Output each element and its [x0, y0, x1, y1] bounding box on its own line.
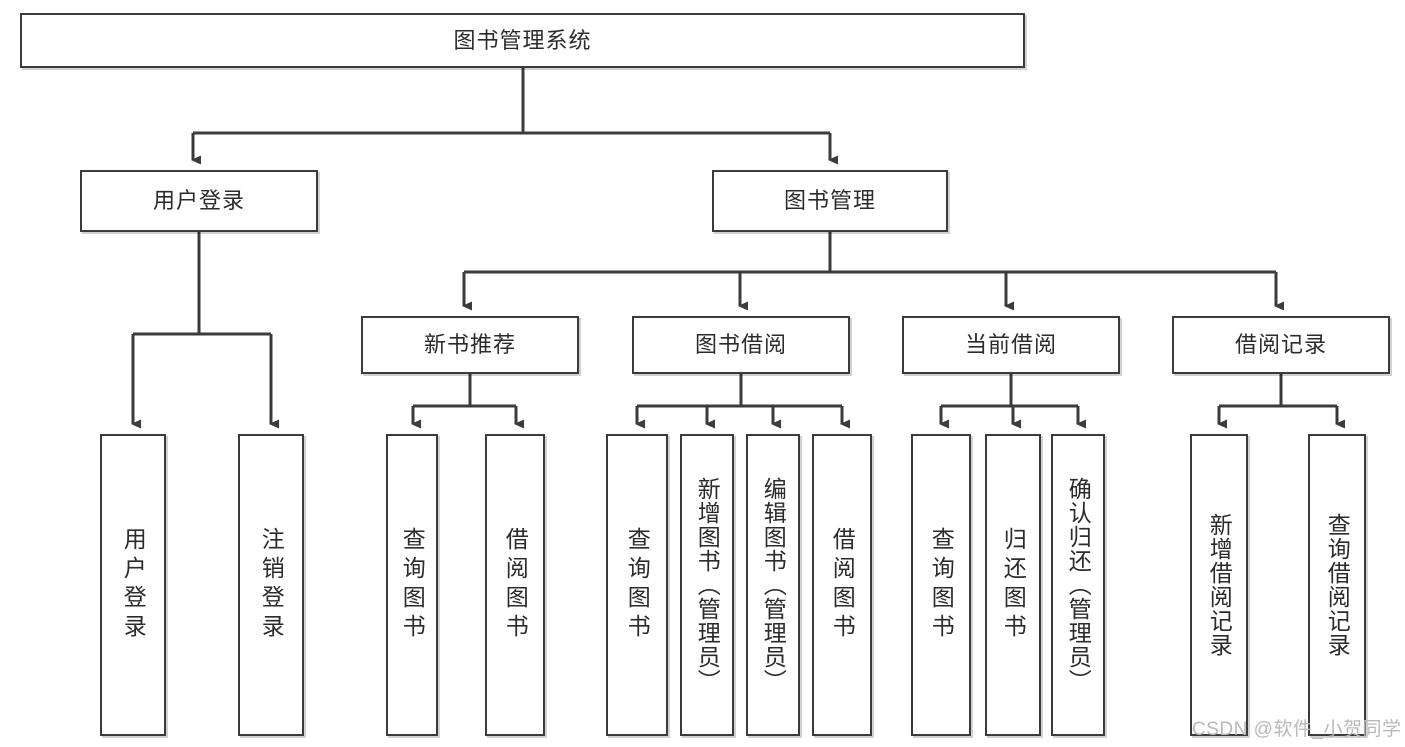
node-book-management[interactable]: 图书管理 — [712, 170, 948, 232]
node-book-borrow-label: 图书借阅 — [694, 332, 787, 358]
node-leaf-confirm-return[interactable]: 确认归还（管理员） — [1051, 434, 1105, 736]
node-leaf-borrow-book-br-label: 借阅图书 — [829, 527, 856, 643]
node-leaf-edit-book[interactable]: 编辑图书（管理员） — [746, 434, 800, 736]
node-leaf-query-book-rec-label: 查询图书 — [399, 527, 426, 643]
node-root-label: 图书管理系统 — [453, 27, 592, 53]
node-leaf-edit-book-label: 编辑图书（管理员） — [760, 477, 787, 693]
node-book-borrow[interactable]: 图书借阅 — [632, 316, 850, 374]
node-leaf-add-book-label: 新增图书（管理员） — [694, 477, 721, 693]
node-leaf-user-login-label: 用户登录 — [120, 527, 147, 643]
node-leaf-query-record[interactable]: 查询借阅记录 — [1308, 434, 1366, 736]
node-user-login-label: 用户登录 — [152, 188, 245, 214]
node-leaf-user-login[interactable]: 用户登录 — [100, 434, 166, 736]
node-borrow-record[interactable]: 借阅记录 — [1172, 316, 1390, 374]
node-leaf-add-record[interactable]: 新增借阅记录 — [1190, 434, 1248, 736]
node-leaf-add-book[interactable]: 新增图书（管理员） — [680, 434, 734, 736]
node-current-borrow[interactable]: 当前借阅 — [902, 316, 1120, 374]
node-borrow-record-label: 借阅记录 — [1234, 332, 1327, 358]
node-leaf-return-book-label: 归还图书 — [1000, 527, 1027, 643]
node-root[interactable]: 图书管理系统 — [20, 13, 1025, 68]
node-leaf-query-book-cb-label: 查询图书 — [928, 527, 955, 643]
node-leaf-add-record-label: 新增借阅记录 — [1206, 513, 1233, 657]
node-leaf-query-book-rec[interactable]: 查询图书 — [386, 434, 438, 736]
node-new-book-recommend[interactable]: 新书推荐 — [361, 316, 579, 374]
node-leaf-user-logout-label: 注销登录 — [258, 527, 285, 643]
node-new-book-recommend-label: 新书推荐 — [423, 332, 516, 358]
node-leaf-query-book-br[interactable]: 查询图书 — [606, 434, 668, 736]
tree-connectors — [131, 68, 1345, 429]
node-leaf-borrow-book-rec[interactable]: 借阅图书 — [485, 434, 545, 736]
node-book-management-label: 图书管理 — [783, 188, 876, 214]
node-leaf-borrow-book-br[interactable]: 借阅图书 — [812, 434, 872, 736]
node-leaf-confirm-return-label: 确认归还（管理员） — [1065, 477, 1092, 693]
node-leaf-return-book[interactable]: 归还图书 — [985, 434, 1041, 736]
node-leaf-query-book-cb[interactable]: 查询图书 — [911, 434, 971, 736]
node-leaf-query-record-label: 查询借阅记录 — [1324, 513, 1351, 657]
node-leaf-query-book-br-label: 查询图书 — [624, 527, 651, 643]
node-leaf-borrow-book-rec-label: 借阅图书 — [502, 527, 529, 643]
node-user-login[interactable]: 用户登录 — [80, 170, 318, 232]
node-current-borrow-label: 当前借阅 — [964, 332, 1057, 358]
node-leaf-user-logout[interactable]: 注销登录 — [238, 434, 304, 736]
